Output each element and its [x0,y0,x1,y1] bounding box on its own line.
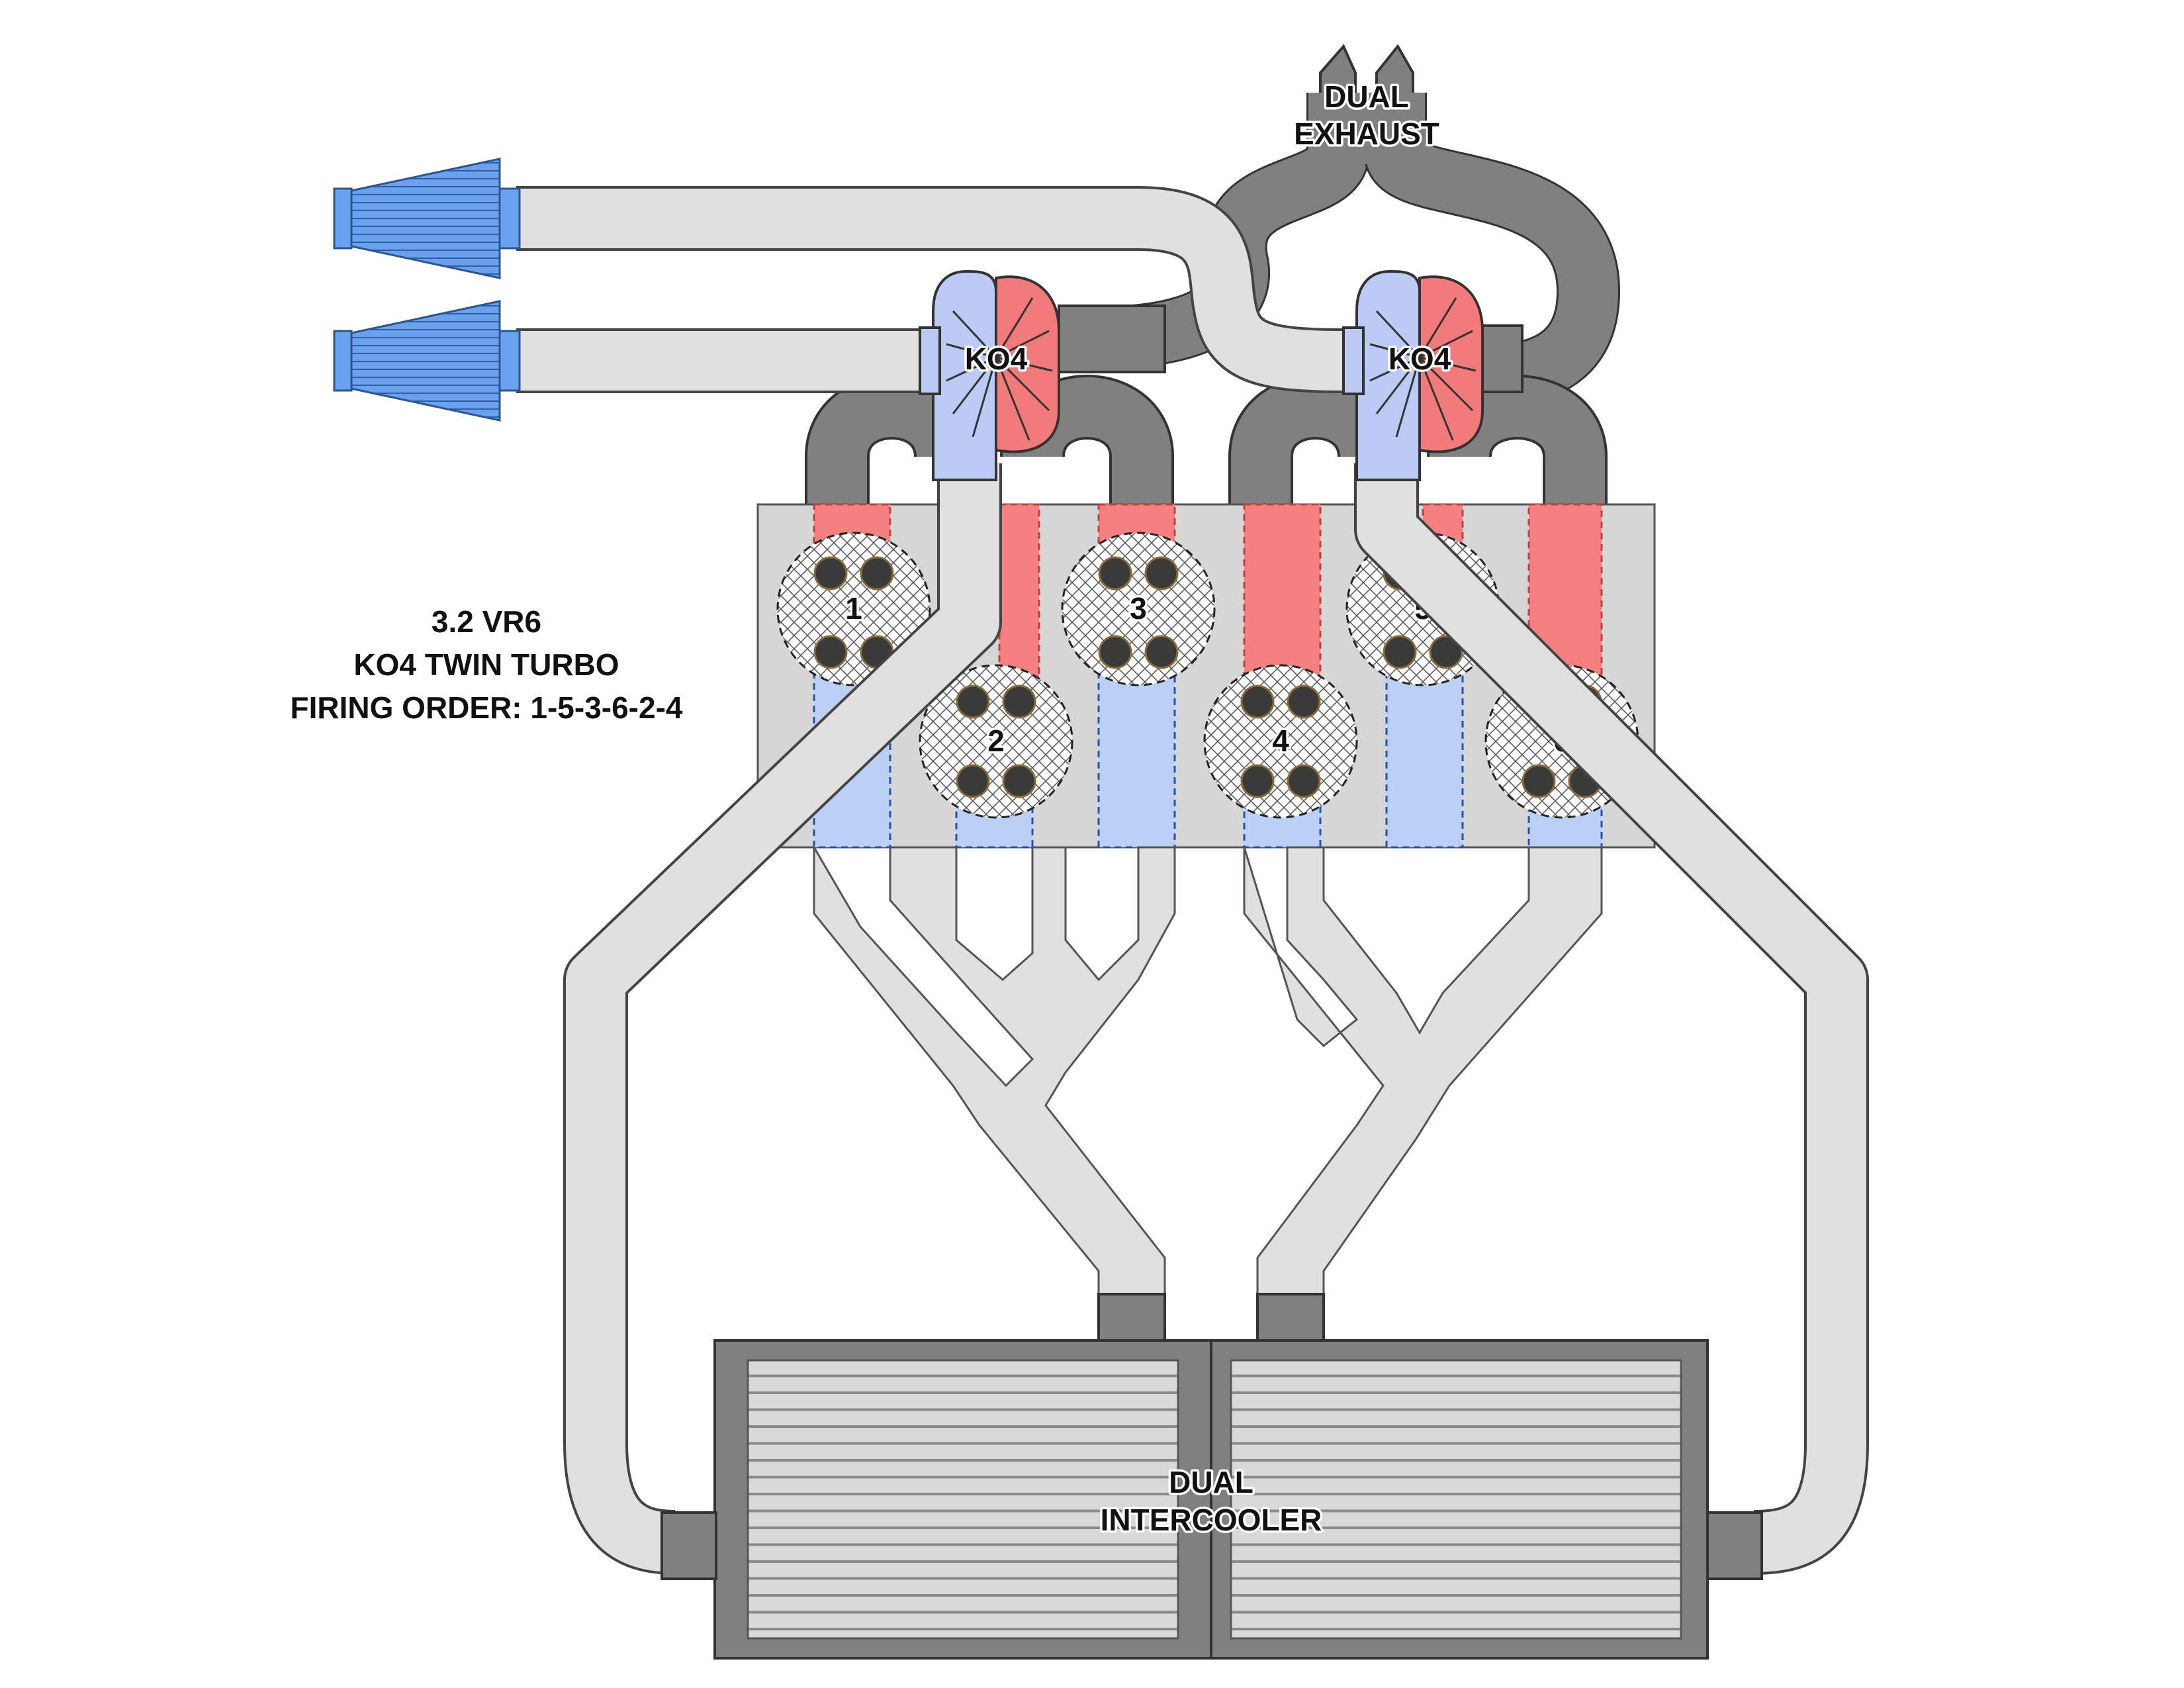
intake-pipes [516,186,1344,393]
cylinder-3: 3 [1061,532,1216,686]
cylinder-1: 1 [776,532,931,686]
title-block: 3.2 VR6 KO4 TWIN TURBO FIRING ORDER: 1-5… [291,604,683,725]
cylinder-4: 4 [1203,664,1358,819]
intercooler-inlet-left [1097,1293,1166,1348]
exhaust-label-line-1: DUAL [1324,79,1409,114]
ports [813,503,1603,849]
intercooler-label-line-2: INTERCOOLER [1101,1503,1322,1537]
intake-manifold-left [813,843,1176,1299]
intercooler-label: DUAL INTERCOOLER [1098,1463,1324,1540]
title-line-3: FIRING ORDER: 1-5-3-6-2-4 [291,690,683,725]
cylinder-1-label: 1 [845,591,862,626]
intake-manifold-right [1243,846,1603,1299]
intake-manifolds [813,843,1603,1348]
dual-intercooler [660,1339,1763,1660]
cylinder-2: 2 [919,664,1073,819]
turbo-left-label: KO4 [965,342,1028,376]
intercooler-end-tank-right [1706,1511,1763,1580]
intercooler-label-line-1: DUAL [1169,1465,1253,1499]
cylinder-4-label: 4 [1272,724,1289,758]
intercooler-end-tank-left [660,1511,717,1580]
title-line-1: 3.2 VR6 [432,604,541,639]
air-filter-upper [333,158,521,279]
cylinder-3-label: 3 [1130,591,1147,626]
turbo-right-label: KO4 [1388,342,1451,376]
exhaust-label: DUAL EXHAUST [1292,77,1442,154]
turbo-right: KO4 [1342,269,1484,481]
exhaust-label-line-2: EXHAUST [1294,117,1439,151]
title-line-2: KO4 TWIN TURBO [353,647,619,682]
charge-pipes [563,463,1869,1575]
air-filter-lower [333,300,521,422]
cylinder-2-label: 2 [987,724,1005,758]
turbo-left: KO4 [919,269,1060,481]
